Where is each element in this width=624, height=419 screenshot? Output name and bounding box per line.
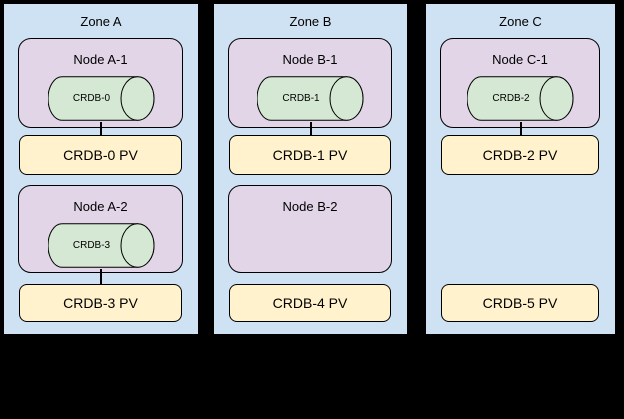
pv-crdb-1: CRDB-1 PV — [229, 135, 391, 175]
connector-crdb-0-to-pv — [100, 122, 102, 136]
node-a1-label: Node A-1 — [73, 52, 128, 67]
pod-crdb-0-label: CRDB-0 — [72, 93, 111, 104]
connector-crdb-3-to-pv — [100, 269, 102, 285]
pv-crdb-3: CRDB-3 PV — [19, 284, 182, 322]
node-a2-label: Node A-2 — [73, 199, 128, 214]
node-c1-label: Node C-1 — [492, 52, 548, 67]
zone-b-label: Zone B — [289, 14, 332, 29]
zone-c-label: Zone C — [499, 14, 542, 29]
pv-crdb-4: CRDB-4 PV — [229, 284, 391, 322]
pod-crdb-2-cylinder-icon: CRDB-2 — [467, 76, 574, 121]
pod-crdb-3-label: CRDB-3 — [72, 240, 111, 251]
pv-crdb-3-label: CRDB-3 PV — [63, 295, 138, 311]
pv-crdb-0: CRDB-0 PV — [19, 135, 182, 175]
node-b1-label: Node B-1 — [282, 52, 338, 67]
pod-crdb-1-label: CRDB-1 — [282, 93, 320, 104]
pod-crdb-1-cylinder-icon: CRDB-1 — [257, 76, 364, 121]
pv-crdb-5-label: CRDB-5 PV — [482, 295, 558, 311]
pv-crdb-2: CRDB-2 PV — [441, 135, 599, 175]
zone-c: Zone C Node C-1 CRDB-2 CRDB-2 PV CRDB-5 … — [424, 2, 617, 336]
pv-crdb-0-label: CRDB-0 PV — [63, 147, 138, 163]
pv-crdb-1-label: CRDB-1 PV — [272, 147, 348, 163]
node-b2: Node B-2 — [228, 185, 392, 273]
pv-crdb-5: CRDB-5 PV — [441, 284, 599, 322]
pv-crdb-2-label: CRDB-2 PV — [482, 147, 558, 163]
node-b1: Node B-1 CRDB-1 — [228, 38, 392, 128]
pod-crdb-3-cylinder-icon: CRDB-3 — [47, 223, 155, 268]
pod-crdb-0-cylinder-icon: CRDB-0 — [47, 76, 155, 121]
node-c1: Node C-1 CRDB-2 — [440, 38, 600, 128]
connector-crdb-2-to-pv — [519, 122, 522, 136]
node-b2-label: Node B-2 — [282, 199, 338, 214]
pod-crdb-2-label: CRDB-2 — [492, 93, 530, 104]
pv-crdb-4-label: CRDB-4 PV — [272, 295, 348, 311]
zone-a-label: Zone A — [80, 14, 122, 29]
zone-b: Zone B Node B-1 CRDB-1 CRDB-1 PV Node B-… — [212, 2, 409, 336]
zone-a: Zone A Node A-1 CRDB-0 CRDB-0 PV Node A-… — [2, 2, 200, 336]
node-a1: Node A-1 CRDB-0 — [18, 38, 183, 128]
connector-crdb-1-to-pv — [309, 122, 312, 136]
node-a2: Node A-2 CRDB-3 — [18, 185, 183, 273]
